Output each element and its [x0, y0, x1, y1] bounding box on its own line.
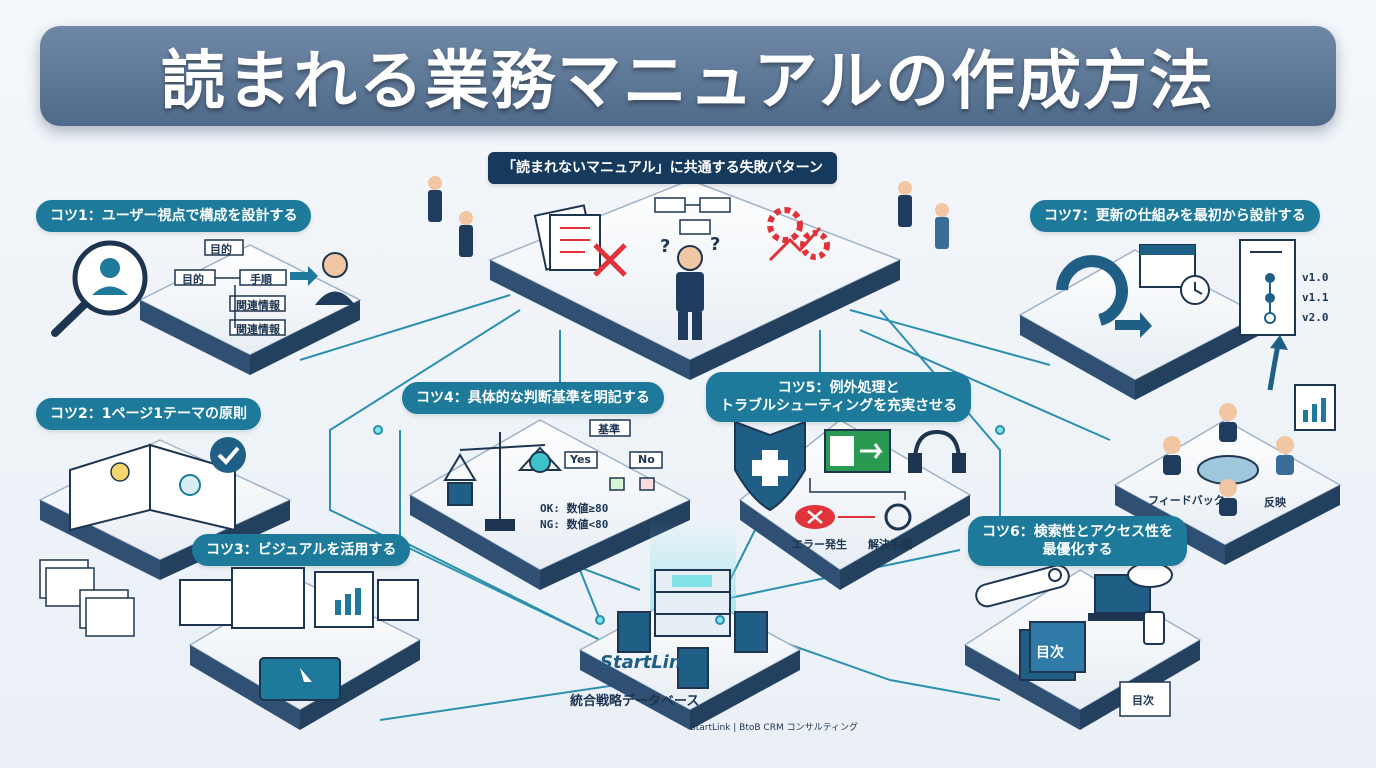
calendar-icon	[1139, 244, 1210, 305]
tip5-label: コツ5：例外処理と トラブルシューティングを充実させる	[706, 372, 972, 423]
page-title-bar: 読まれる業務マニュアルの作成方法	[40, 26, 1336, 126]
laptop-cloud-icon	[1088, 562, 1173, 645]
cycle-arrows-icon	[1056, 255, 1152, 338]
team-cycle-icon	[1163, 384, 1336, 516]
tip1-box-r2: 関連情報	[236, 323, 280, 336]
tip1-box-r1: 関連情報	[236, 299, 280, 312]
tip4-criteria: 基準	[598, 423, 620, 436]
tip4-label: コツ4：具体的な判断基準を明記する	[402, 382, 664, 415]
page-title: 読まれる業務マニュアルの作成方法	[160, 45, 1216, 119]
arrow-to-user-icon	[290, 252, 355, 305]
visual-screens-icon	[179, 567, 419, 701]
version-doc-icon	[1239, 239, 1296, 336]
hub-caption: 統合戦略データベース	[570, 694, 700, 709]
up-arrow-icon	[1267, 335, 1288, 391]
tip6-label: コツ6：検索性とアクセス性を 最優化する	[968, 516, 1188, 567]
error-to-solution-icon	[795, 478, 912, 531]
tip6-toc-small: 目次	[1132, 694, 1154, 707]
broken-gears-icon	[767, 207, 830, 262]
check-badge-icon	[210, 437, 246, 473]
tip7-feedback: フィードバック	[1148, 494, 1225, 507]
tip7-reflect: 反映	[1264, 496, 1286, 509]
failed-docs-icon	[533, 204, 627, 277]
decision-tree-icon	[564, 419, 663, 491]
tip6-label-line2: 最優化する	[1042, 542, 1113, 559]
tip4-yes: Yes	[570, 453, 591, 466]
confused-person-icon: ? ?	[660, 234, 720, 340]
svg-text:?: ?	[660, 236, 670, 257]
tip4-no: No	[638, 453, 655, 466]
tip5-error: エラー発生	[792, 538, 847, 551]
stacked-pages-icon	[39, 559, 135, 637]
tip4-ok-line: OK: 数値≥80	[540, 502, 609, 515]
tip1-box-top: 目的	[210, 243, 232, 256]
tip2-label: コツ2：1ページ1テーマの原則	[36, 398, 261, 431]
failure-pattern-label: 「読まれないマニュアル」に共通する失敗パターン	[488, 152, 837, 185]
tip7-label: コツ7：更新の仕組みを最初から設計する	[1030, 200, 1320, 233]
exit-sign-icon	[824, 429, 891, 473]
server-stack-icon	[617, 569, 768, 689]
hub-subcaption: StartLink | BtoB CRM コンサルティング	[690, 723, 859, 733]
hub-logo: StartLink	[600, 652, 694, 673]
headset-icon	[908, 429, 966, 473]
tip5-solution: 解決手順	[868, 538, 912, 551]
magnifier-user-icon	[51, 240, 148, 337]
standing-people-icons	[428, 176, 949, 257]
svg-text:?: ?	[710, 234, 720, 255]
tip3-label: コツ3：ビジュアルを活用する	[192, 534, 411, 567]
tip1-box-mid: 手順	[250, 273, 272, 286]
search-bar-icon	[975, 564, 1070, 608]
tip4-ng-line: NG: 数値<80	[540, 518, 609, 531]
tip5-label-line1: コツ5：例外処理と	[777, 380, 900, 396]
tip6-label-line1: コツ6：検索性とアクセス性を	[982, 524, 1174, 540]
tip5-label-line2: トラブルシューティングを充実させる	[720, 398, 958, 415]
shield-icon	[734, 420, 806, 512]
tip1-box-left: 目的	[182, 273, 204, 286]
tip1-label: コツ1：ユーザー視点で構成を設計する	[36, 200, 312, 233]
tip6-toc: 目次	[1036, 645, 1064, 661]
flowchart-icon	[654, 197, 731, 235]
tip7-version-1: v1.0	[1302, 271, 1329, 284]
tip7-version-2: v1.1	[1302, 291, 1329, 304]
open-book-icon	[69, 443, 236, 532]
scale-balance-icon	[443, 432, 563, 531]
toc-folders-icon	[1019, 621, 1171, 717]
structure-tree-icon	[174, 239, 287, 336]
tip7-version-3: v2.0	[1302, 311, 1329, 324]
